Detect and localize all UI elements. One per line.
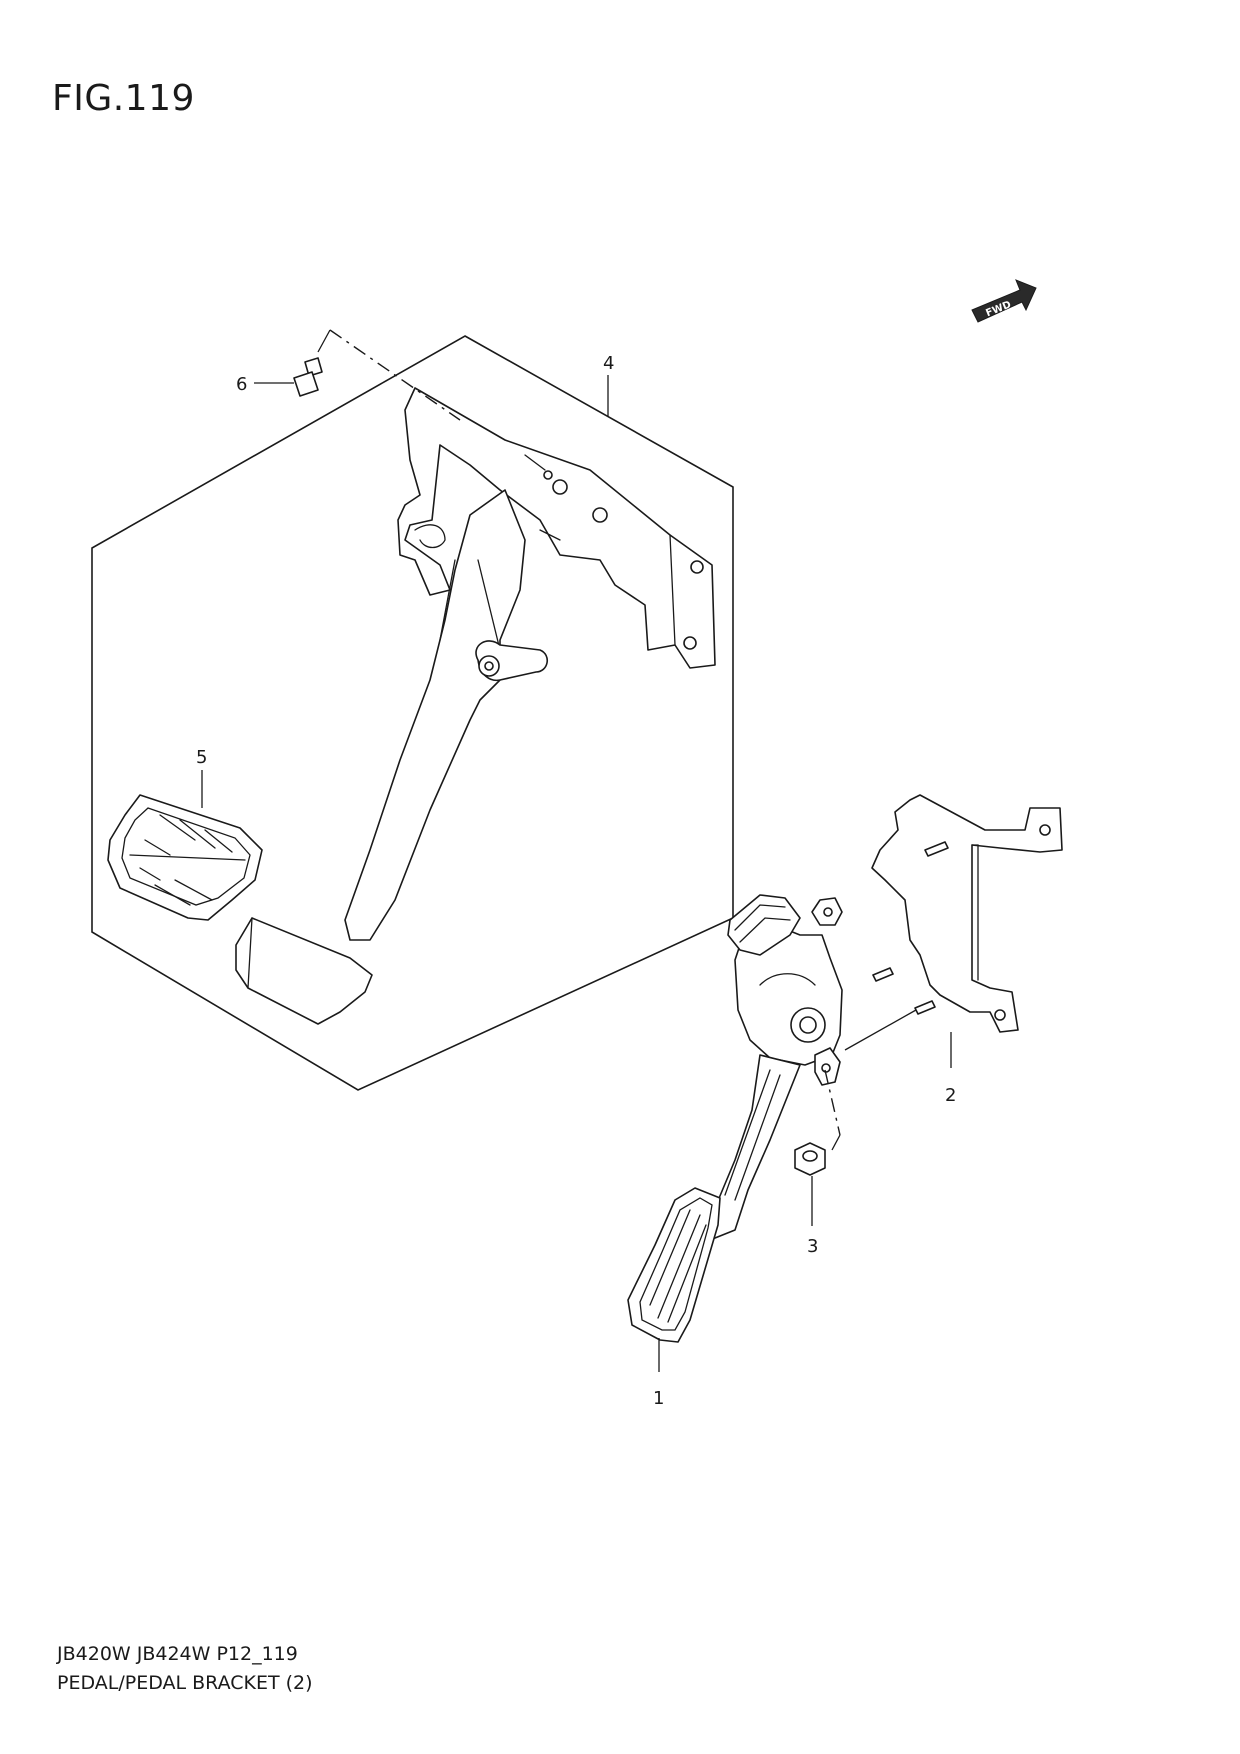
callout-1: 1	[653, 1388, 664, 1409]
callout-4: 4	[603, 353, 614, 374]
callout-6: 6	[236, 374, 247, 395]
pedal-pad-cover	[107, 794, 263, 921]
callout-2: 2	[945, 1085, 956, 1106]
fwd-arrow-icon: FWD	[971, 279, 1037, 323]
accelerator-bracket	[871, 794, 1063, 1033]
accelerator-pedal-assembly	[627, 894, 843, 1343]
model-code: JB420W JB424W P12_119	[57, 1643, 298, 1665]
callout-5: 5	[196, 747, 207, 768]
brake-pedal-assembly-outline	[91, 335, 734, 1091]
brake-pedal-with-bracket	[235, 387, 716, 1025]
bolt	[293, 357, 323, 397]
nut	[794, 1142, 826, 1176]
figure-title: FIG.119	[52, 78, 195, 119]
section-name: PEDAL/PEDAL BRACKET (2)	[57, 1672, 313, 1694]
bolt-install-path	[329, 329, 461, 421]
callout-3: 3	[807, 1236, 818, 1257]
nut-install-path	[824, 1069, 841, 1136]
stud-alignment-line	[844, 1009, 917, 1051]
